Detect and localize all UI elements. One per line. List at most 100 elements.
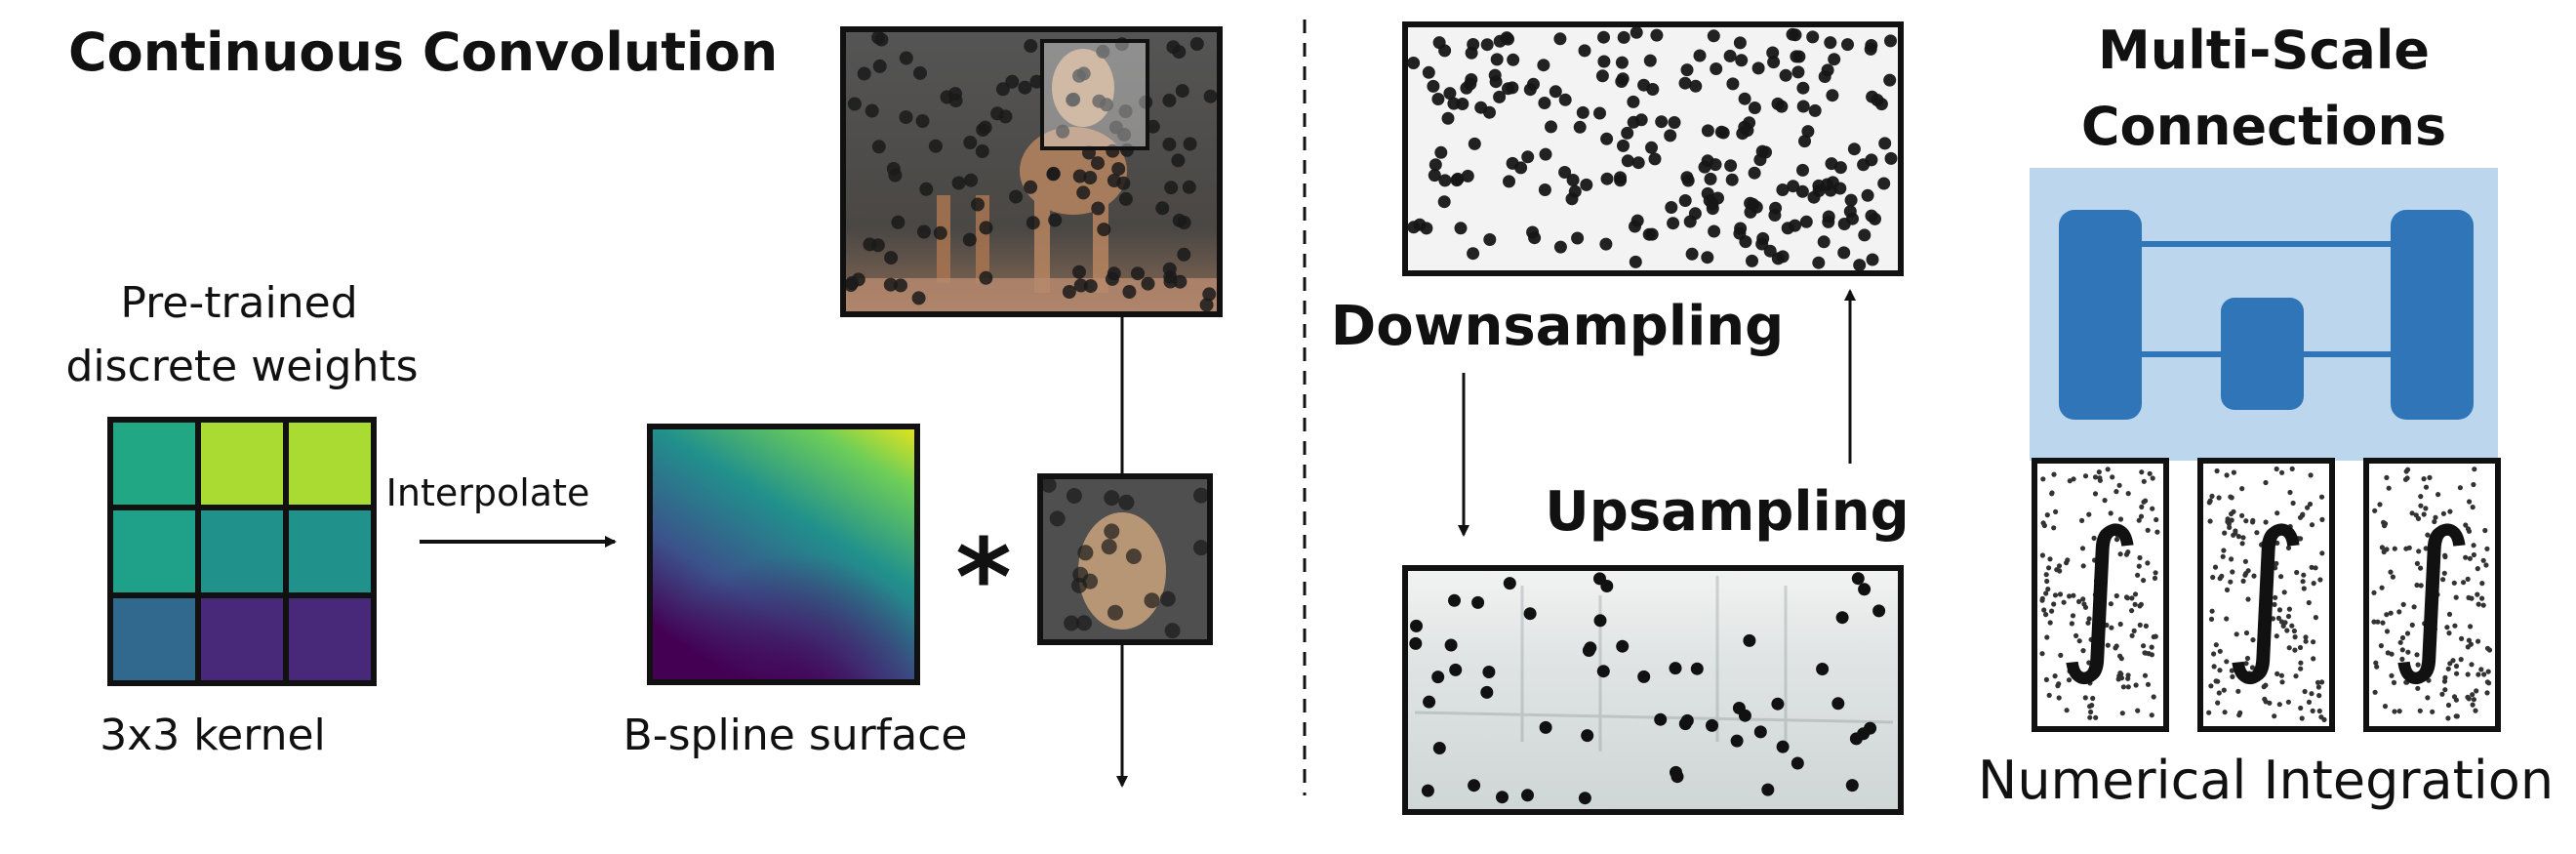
sample-point: [1741, 124, 1754, 138]
sample-point: [1826, 89, 1839, 102]
integration-sample-point: [2129, 595, 2135, 601]
sample-point: [948, 94, 963, 108]
integration-sample-point: [2421, 511, 2427, 517]
integration-sample-point: [2239, 486, 2245, 492]
integration-sample-point: [2049, 490, 2055, 496]
kernel-cell: [195, 505, 289, 598]
sample-point: [1444, 638, 1458, 652]
sample-point: [1828, 53, 1841, 66]
integration-sample-point: [2141, 478, 2147, 484]
convolution-symbol: *: [955, 515, 1012, 640]
sample-point: [1837, 246, 1851, 260]
sample-point: [1199, 298, 1214, 312]
sample-point: [917, 224, 931, 239]
sample-point: [1637, 670, 1651, 683]
sample-point: [1144, 592, 1160, 609]
integration-sample-point: [2267, 700, 2273, 706]
integration-sample-point: [2451, 580, 2457, 586]
sample-point: [1759, 145, 1772, 159]
integration-sample-point: [2411, 604, 2417, 610]
integration-sample-point: [2039, 552, 2045, 558]
sample-point: [1627, 95, 1640, 108]
sample-point: [1193, 540, 1209, 556]
sample-point: [1091, 156, 1105, 171]
sample-point: [857, 66, 871, 81]
sample-point: [1162, 262, 1177, 276]
sample-point: [1738, 92, 1751, 105]
integration-sample-point: [2318, 494, 2325, 500]
integration-sample-point: [2409, 510, 2415, 516]
integration-sample-point: [2041, 522, 2047, 529]
integration-sample-point: [2418, 583, 2424, 589]
integration-sample-point: [2088, 636, 2094, 642]
sample-point: [1082, 573, 1099, 590]
integration-sample-point: [2040, 476, 2046, 482]
integration-sample-point: [2039, 651, 2045, 657]
integration-sample-point: [2289, 466, 2295, 471]
sample-point: [1703, 194, 1716, 207]
integration-sample-point: [2281, 590, 2287, 595]
kernel-label: 3x3 kernel: [100, 711, 326, 760]
integration-sample-point: [2470, 692, 2475, 698]
sample-point: [1438, 44, 1452, 58]
integration-sample-point: [2486, 647, 2493, 653]
numerical-integration-boxes: ∫∫∫: [2032, 458, 2501, 732]
crop-sample-points: [1040, 476, 1209, 639]
sample-point: [1617, 139, 1630, 152]
integration-sample-point: [2053, 508, 2059, 515]
integration-sample-point: [2390, 574, 2395, 580]
integration-sample-point: [2242, 558, 2248, 564]
integration-sample-point: [2310, 708, 2315, 714]
integration-sample-point: [2484, 690, 2490, 696]
sample-point: [1648, 152, 1662, 166]
integration-sample-point: [2319, 550, 2325, 556]
sample-point: [1521, 150, 1535, 164]
integration-sample-point: [2061, 599, 2067, 605]
integration-sample-point: [2107, 526, 2113, 533]
sample-point: [1708, 224, 1721, 238]
sample-point: [1447, 97, 1461, 110]
integration-sample-point: [2206, 500, 2212, 506]
sample-point: [1746, 254, 1758, 267]
sample-point: [1779, 68, 1792, 82]
sample-point: [1667, 217, 1680, 230]
sample-point: [1046, 166, 1061, 181]
integration-sample-point: [2439, 691, 2445, 697]
sample-point: [1743, 633, 1756, 647]
sample-point: [1786, 27, 1799, 41]
integration-sample-point: [2484, 546, 2490, 551]
dog-image-with-points: [840, 26, 1223, 317]
integration-sample-point: [2229, 517, 2234, 523]
integration-sample-point: [2045, 587, 2051, 592]
integration-sample-point: [2143, 498, 2149, 504]
sample-point: [1449, 663, 1463, 676]
integration-sample-point: [2099, 616, 2105, 622]
integration-sample-point: [2274, 671, 2280, 677]
integration-sample-point: [2453, 594, 2459, 600]
sample-point: [1496, 791, 1509, 804]
integration-sample-point: [2377, 502, 2383, 508]
integration-sample-point: [2306, 699, 2313, 706]
integration-sample-point: [2445, 666, 2451, 671]
integration-sample-point: [2291, 628, 2297, 634]
integration-sample-point: [2085, 620, 2091, 626]
integration-sample-point: [2076, 638, 2082, 644]
sample-point: [1104, 490, 1120, 507]
integration-box: ∫: [2032, 458, 2169, 732]
integration-sample-point: [2475, 671, 2481, 677]
dense-sample-points: [1407, 25, 1898, 272]
integration-sample-point: [2047, 556, 2053, 562]
integration-sample-point: [2120, 684, 2126, 690]
sample-point: [1480, 38, 1494, 52]
integration-sample-point: [2311, 656, 2316, 662]
integration-sample-point: [2384, 629, 2391, 634]
integration-sample-point: [2292, 634, 2298, 640]
sample-point: [1146, 119, 1160, 134]
integration-sample-point: [2222, 710, 2228, 715]
integration-sample-point: [2423, 546, 2429, 551]
sample-point: [1821, 63, 1834, 77]
sample-point: [971, 197, 985, 212]
sample-point: [1725, 173, 1739, 186]
sample-point: [1502, 82, 1514, 96]
sample-point: [1726, 77, 1740, 91]
